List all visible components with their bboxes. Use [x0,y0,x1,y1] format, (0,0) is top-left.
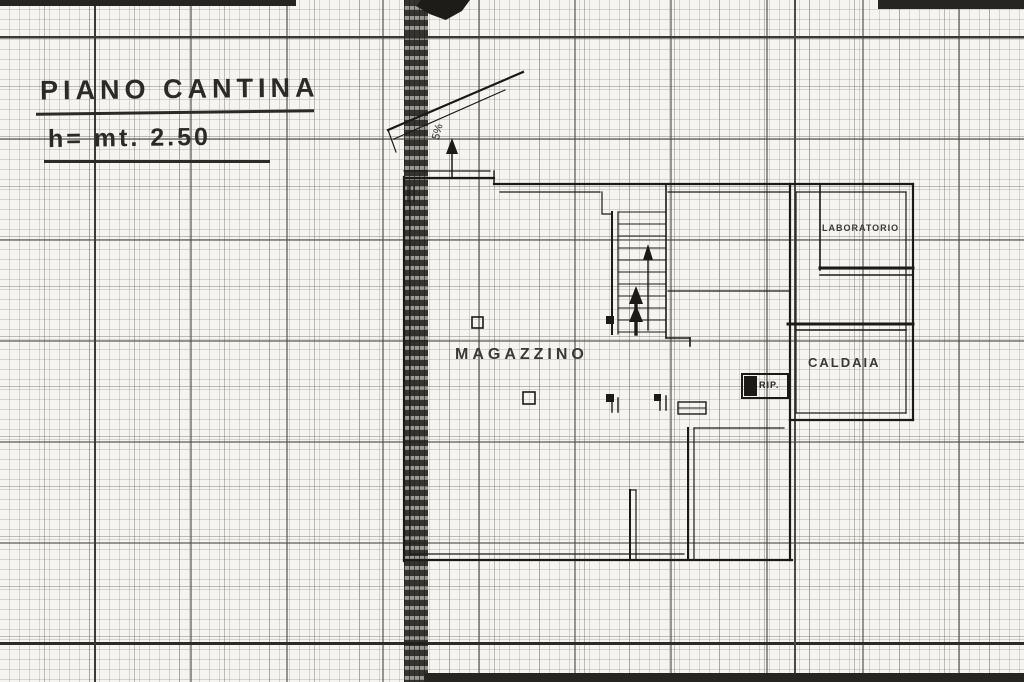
scan-ink-band [404,0,428,682]
stair-direction-arrow [629,244,653,336]
dark-ruling-line-top [0,36,1024,38]
interior-walls [407,183,915,561]
ramp-slope-label: 5% [430,122,446,142]
room-label-rip: RIP. [759,380,780,390]
dark-ruling-line-right [794,0,796,682]
page-title: PIANO CANTINA [39,72,320,106]
dark-ruling-line-left [94,0,96,682]
dark-ruling-line-bottom [0,642,1024,645]
staircase [601,183,667,339]
scan-artifact-top-left [0,0,296,6]
ramp-arrow [446,138,458,179]
room-label-caldaia: CALDAIA [808,355,881,370]
height-note-underline [44,160,270,163]
title-underline [35,109,315,116]
scan-artifact-bottom [424,673,1024,682]
height-note: h= mt. 2.50 [47,122,212,154]
room-label-laboratorio: LABORATORIO [822,223,900,233]
room-label-magazzino: MAGAZZINO [455,346,588,363]
scan-artifact-top-right [878,0,1024,9]
